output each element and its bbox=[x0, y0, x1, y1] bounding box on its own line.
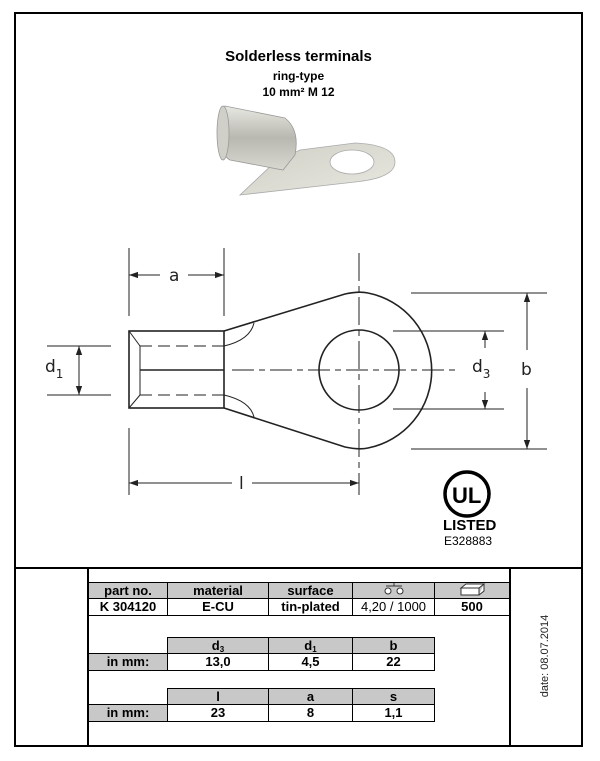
section-divider bbox=[14, 567, 583, 569]
sheet-frame bbox=[14, 12, 583, 747]
value-s: 1,1 bbox=[352, 704, 435, 722]
dim-label-d1: d1 bbox=[45, 357, 63, 381]
value-a: 8 bbox=[268, 704, 353, 722]
header-weight bbox=[352, 582, 435, 599]
header-d3: d3 bbox=[167, 637, 269, 654]
page-title: Solderless terminals bbox=[225, 48, 372, 65]
value-l: 23 bbox=[167, 704, 269, 722]
value-b: 22 bbox=[352, 653, 435, 671]
header-b: b bbox=[352, 637, 435, 654]
dim-label-b: b bbox=[521, 360, 532, 380]
subtitle: ring-type bbox=[272, 69, 325, 83]
header-package bbox=[434, 582, 510, 599]
dim-label-d3: d3 bbox=[472, 357, 490, 381]
value-d1: 4,5 bbox=[268, 653, 353, 671]
header-material: material bbox=[167, 582, 269, 599]
table-right-border bbox=[509, 567, 511, 747]
package-box-icon bbox=[459, 583, 486, 596]
header-surface: surface bbox=[268, 582, 353, 599]
size-spec: 10 mm² M 12 bbox=[262, 85, 335, 99]
dim-label-a: a bbox=[169, 266, 179, 286]
row-label-in-mm: in mm: bbox=[88, 653, 168, 671]
header-d1: d1 bbox=[268, 637, 353, 654]
header-l: l bbox=[167, 688, 269, 705]
value-part-no: K 304120 bbox=[88, 598, 168, 616]
value-surface: tin-plated bbox=[268, 598, 353, 616]
value-package-qty: 500 bbox=[434, 598, 510, 616]
value-weight: 4,20 / 1000 bbox=[352, 598, 435, 616]
dim-label-l: l bbox=[239, 474, 244, 494]
header-s: s bbox=[352, 688, 435, 705]
document-date: date: 08.07.2014 bbox=[539, 614, 551, 698]
row-label-in-mm: in mm: bbox=[88, 704, 168, 722]
header-a: a bbox=[268, 688, 353, 705]
ul-file-number: E328883 bbox=[444, 534, 492, 548]
value-d3: 13,0 bbox=[167, 653, 269, 671]
value-material: E-CU bbox=[167, 598, 269, 616]
listed-label: LISTED bbox=[443, 517, 497, 534]
technical-drawing: a l d1 d3 b UL LISTED E328883 bbox=[45, 248, 547, 548]
scale-weight-icon bbox=[384, 583, 403, 595]
terminal-photo bbox=[216, 105, 396, 196]
ul-logo: UL bbox=[443, 470, 491, 518]
header-part-no: part no. bbox=[88, 582, 168, 599]
svg-text:UL: UL bbox=[452, 483, 481, 508]
